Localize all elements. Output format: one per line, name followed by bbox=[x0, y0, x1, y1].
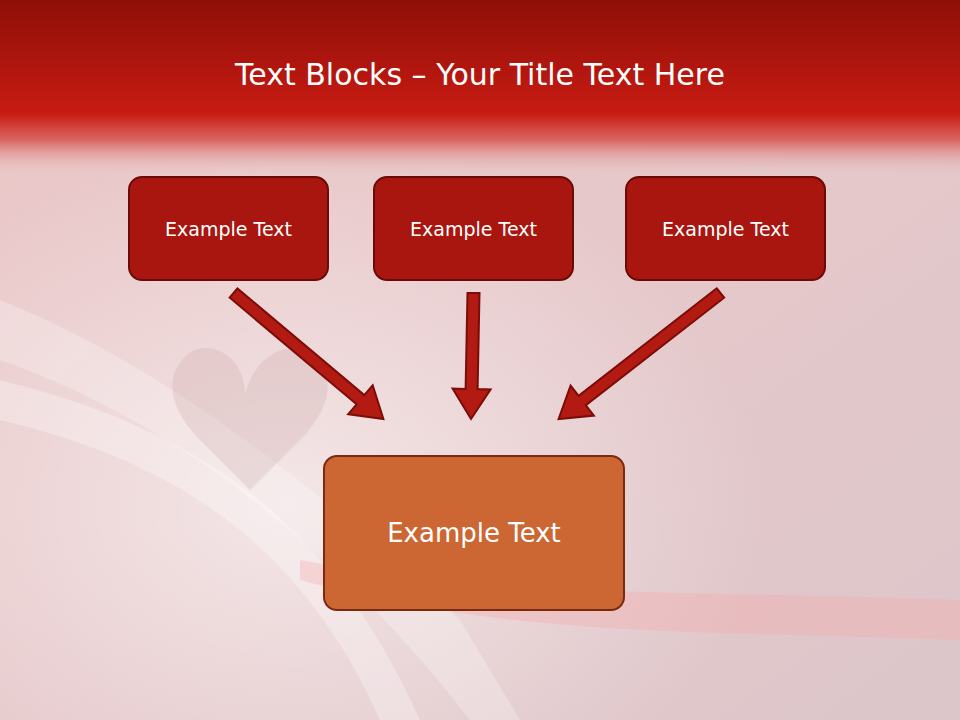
block-text: Example Text bbox=[662, 218, 789, 240]
text-block: Example Text bbox=[625, 176, 826, 281]
block-arrow bbox=[230, 288, 384, 419]
text-block: Example Text bbox=[128, 176, 329, 281]
block-arrow bbox=[453, 293, 491, 419]
block-text: Example Text bbox=[165, 218, 292, 240]
block-text: Example Text bbox=[387, 518, 561, 548]
text-block: Example Text bbox=[373, 176, 574, 281]
block-arrow bbox=[559, 288, 725, 419]
slide-title: Text Blocks – Your Title Text Here bbox=[0, 48, 960, 102]
block-text: Example Text bbox=[410, 218, 537, 240]
text-block: Example Text bbox=[323, 455, 625, 611]
